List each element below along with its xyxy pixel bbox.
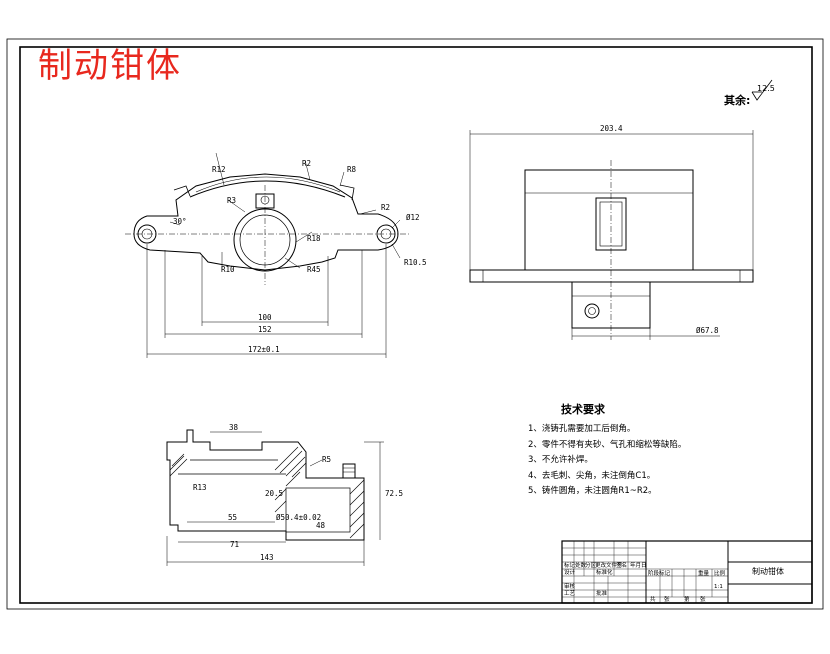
front-label-1: R2 — [302, 159, 311, 168]
tb-cell-7: 标准化 — [596, 568, 613, 576]
front-view-centerlines — [125, 185, 410, 285]
tech-requirement-item: 2、零件不得有夹砂、气孔和缩松等缺陷。 — [528, 439, 687, 450]
section-hatching — [169, 446, 365, 539]
tb-cell-11: 审核 — [564, 582, 576, 590]
side-dim-1: Ø67.8 — [696, 326, 719, 335]
tb-cell-1: 处数 — [575, 561, 587, 569]
tb-cell-6: 设计 — [564, 568, 576, 576]
front-label-4: 30° — [173, 217, 187, 226]
tb-cell-3: 更改文件号 — [595, 561, 623, 569]
front-view-dimensions — [146, 244, 387, 358]
front-dim-2: 172±0.1 — [248, 345, 280, 354]
front-view-leaders — [169, 152, 401, 270]
front-label-2: R8 — [347, 165, 357, 174]
front-label-7: R10 — [221, 265, 235, 274]
tb-cell-12: 工艺 — [564, 590, 576, 597]
drawing-title: 制动钳体 — [38, 46, 182, 86]
tech-requirements-list: 1、浇铸孔需要加工后倒角。 2、零件不得有夹砂、气孔和缩松等缺陷。 3、不允许补… — [528, 422, 686, 500]
front-label-9: Ø12 — [406, 213, 420, 222]
section-dim-4: 55 — [228, 513, 237, 522]
roughness-symbol — [751, 79, 773, 101]
tb-cell-0: 标记 — [564, 561, 576, 569]
tb-cell-8: 阶段标记 — [648, 569, 671, 577]
roughness-value: 12.5 — [757, 84, 775, 93]
front-label-8: R45 — [307, 265, 321, 274]
tb-cell-4: 签名 — [616, 561, 627, 569]
section-dim-8: 72.5 — [385, 489, 403, 498]
outer-frame — [6, 38, 824, 610]
section-dimensions — [166, 431, 384, 566]
tb-cell-17: 张 — [700, 595, 706, 603]
front-dim-1: 152 — [258, 325, 272, 334]
title-block — [561, 540, 813, 604]
section-dim-7: 143 — [260, 553, 274, 562]
tech-requirement-item: 1、浇铸孔需要加工后倒角。 — [528, 424, 636, 434]
tb-cell-18: 1:1 — [714, 584, 723, 590]
tb-cell-9: 重量 — [698, 569, 710, 577]
tb-cell-5: 年月日 — [630, 561, 647, 569]
front-label-5: R3 — [227, 196, 236, 205]
tech-requirement-item: 4、去毛刺、尖角，未注倒角C1。 — [528, 470, 656, 481]
tech-requirement-item: 3、不允许补焊。 — [528, 455, 593, 465]
section-dim-3: Ø50.4±0.02 — [276, 513, 321, 522]
section-dim-6: 48 — [316, 521, 326, 530]
front-label-3: R2 — [381, 203, 390, 212]
roughness-label: 其余: — [724, 94, 751, 107]
section-view — [166, 429, 365, 541]
tech-requirements-title: 技术要求 — [561, 403, 605, 416]
front-label-6: R18 — [307, 234, 321, 243]
side-view — [469, 169, 754, 329]
section-label-0: R5 — [322, 455, 331, 464]
tb-cell-13: 批准 — [596, 589, 608, 597]
tb-cell-10: 比例 — [714, 569, 726, 577]
tb-cell-16: 第 — [684, 595, 690, 603]
side-view-dimensions — [469, 130, 754, 340]
tb-cell-2: 分区 — [585, 561, 597, 569]
section-dim-5: 71 — [230, 540, 239, 549]
tb-cell-14: 共 — [650, 595, 656, 603]
section-dim-1: R13 — [193, 483, 207, 492]
title-block-part-name: 制动钳体 — [752, 567, 784, 576]
tech-requirement-item: 5、铸件圆角，未注圆角R1~R2。 — [528, 486, 657, 496]
section-dim-2: 20.5 — [265, 489, 283, 498]
front-label-10: R10.5 — [404, 258, 427, 267]
side-dim-0: 203.4 — [600, 124, 623, 133]
section-dim-0: 38 — [229, 423, 239, 432]
front-dim-0: 100 — [258, 313, 272, 322]
tb-cell-15: 张 — [664, 595, 670, 603]
inner-border — [19, 46, 813, 604]
front-label-0: R12 — [212, 165, 226, 174]
